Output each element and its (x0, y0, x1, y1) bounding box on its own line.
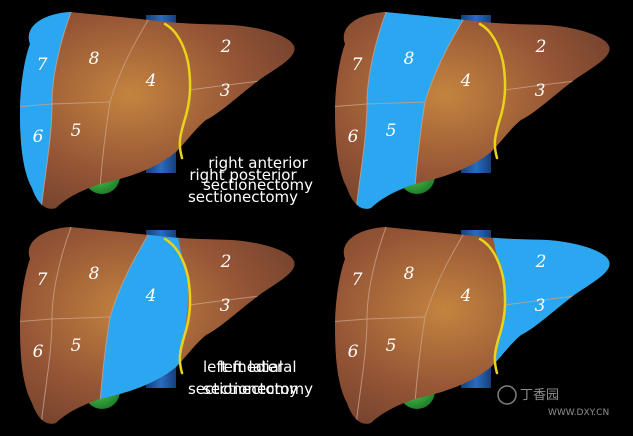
falciform-ligament (478, 22, 507, 160)
panel-caption-line-2: sectionectomy (203, 176, 313, 194)
segment-boundary (189, 288, 295, 306)
panel-caption-line-1: left medial (203, 358, 283, 376)
segment-label-5: 5 (386, 336, 397, 356)
segment-label-7: 7 (37, 55, 48, 75)
segment-label-6: 6 (348, 127, 359, 147)
segment-label-4: 4 (460, 286, 472, 306)
segment-label-5: 5 (71, 121, 82, 141)
segment-label-5: 5 (71, 336, 82, 356)
segment-label-2: 2 (220, 252, 232, 272)
watermark: 丁香园 WWW.DXY.CN (497, 385, 609, 418)
segment-label-6: 6 (348, 342, 359, 362)
segment-boundary (335, 316, 426, 324)
segment-label-8: 8 (89, 49, 100, 69)
segment-boundary (20, 101, 111, 109)
segment-label-8: 8 (404, 264, 415, 284)
segment-label-3: 3 (535, 81, 546, 101)
panel-caption-line-1: right posterior (189, 166, 297, 184)
panel-caption-line-1: left lateral (219, 358, 296, 376)
segment-label-8: 8 (404, 49, 415, 69)
watermark-logo-icon (497, 385, 517, 405)
liver-panel-3: 7 8 4 2 3 6 5 (20, 227, 295, 424)
segment-label-4: 4 (145, 71, 157, 91)
segment-label-2: 2 (220, 37, 232, 57)
segment-label-7: 7 (352, 270, 363, 290)
segment-label-6: 6 (33, 342, 44, 362)
panel-caption-line-2: sectionectomy (188, 380, 298, 398)
segment-label-7: 7 (37, 270, 48, 290)
segment-label-2: 2 (535, 37, 547, 57)
segment-boundary (504, 288, 610, 306)
panel-caption-line-2: sectionectomy (188, 188, 298, 206)
liver-panel-2: 7 8 4 2 3 6 5 (335, 12, 610, 209)
segment-boundary (189, 73, 295, 91)
panel-caption-line-2: sectionectomy (203, 380, 313, 398)
falciform-ligament (478, 237, 507, 375)
segment-boundary (335, 101, 426, 109)
falciform-ligament (163, 22, 192, 160)
segment-label-4: 4 (460, 71, 472, 91)
segment-label-7: 7 (352, 55, 363, 75)
watermark-brand: 丁香园 (520, 388, 559, 403)
panel-caption-line-1: right anterior (208, 154, 308, 172)
falciform-ligament (163, 237, 192, 375)
segment-boundary (504, 73, 610, 91)
segment-label-5: 5 (386, 121, 397, 141)
segment-label-6: 6 (33, 127, 44, 147)
liver-panel-4: 7 8 4 2 3 6 5 (335, 227, 610, 424)
segment-label-4: 4 (145, 286, 157, 306)
liver-panel-1: 7 8 4 2 3 6 5 (20, 12, 295, 209)
segment-label-2: 2 (535, 252, 547, 272)
segment-label-3: 3 (535, 296, 546, 316)
segment-label-8: 8 (89, 264, 100, 284)
segment-label-3: 3 (220, 296, 231, 316)
segment-label-3: 3 (220, 81, 231, 101)
segment-boundary (20, 316, 111, 324)
watermark-url: WWW.DXY.CN (548, 408, 609, 418)
